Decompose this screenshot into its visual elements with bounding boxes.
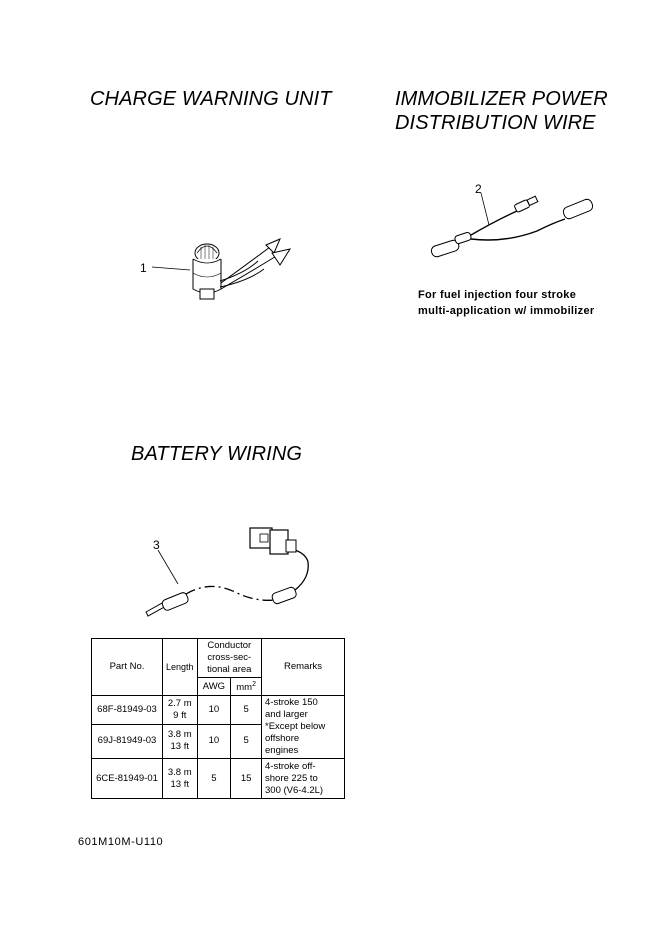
header-conductor-line2: cross-sec- (207, 652, 252, 663)
table-cell-remarks-b: 4-stroke off- shore 225 to 300 (V6-4.2L) (261, 758, 345, 800)
charge-warning-unit-illustration (151, 238, 292, 300)
remarks-a-line2: and larger (265, 709, 308, 721)
table-cell-part-no: 6CE-81949-01 (91, 758, 163, 800)
length-ft: 13 ft (170, 741, 190, 753)
table-cell-awg: 5 (196, 758, 232, 800)
immobilizer-wire-illustration (430, 192, 594, 258)
table-cell-awg: 10 (196, 695, 232, 725)
header-mm2-text: mm (236, 682, 253, 694)
immobilizer-heading-line2: DISTRIBUTION WIRE (395, 112, 596, 134)
immobilizer-heading-line1: IMMOBILIZER POWER (395, 88, 608, 110)
header-conductor-line3: tional area (207, 664, 252, 675)
header-length: Length (162, 637, 198, 697)
length-ft: 9 ft (173, 709, 187, 721)
length-ft: 13 ft (170, 778, 190, 790)
remarks-b-line1: 4-stroke off- (265, 760, 316, 772)
callout-3: 3 (153, 538, 160, 552)
charge-warning-unit-heading: CHARGE WARNING UNIT (90, 88, 332, 110)
header-part-no: Part No. (91, 637, 163, 697)
remarks-a-line1: 4-stroke 150 (265, 697, 318, 709)
battery-wiring-heading: BATTERY WIRING (131, 443, 303, 465)
header-mm2-sup: 2 (252, 681, 256, 688)
header-mm2: mm2 (230, 676, 262, 697)
battery-wiring-table: Part No. Length Conductor cross-sec- tio… (91, 637, 345, 800)
remarks-a-line4: offshore (265, 733, 300, 745)
table-cell-part-no: 68F-81949-03 (91, 695, 163, 725)
remarks-b-line2: shore 225 to (265, 772, 318, 784)
header-awg: AWG (196, 676, 232, 697)
table-cell-length: 2.7 m 9 ft (162, 695, 198, 725)
length-m: 2.7 m (167, 697, 192, 709)
document-code: 601M10M-U110 (78, 836, 164, 848)
callout-2: 2 (475, 182, 482, 196)
remarks-b-line3: 300 (V6-4.2L) (265, 784, 324, 796)
length-m: 3.8 m (167, 766, 192, 778)
table-cell-awg: 10 (196, 723, 232, 760)
table-cell-mm2: 15 (230, 758, 262, 800)
table-cell-remarks-a: 4-stroke 150 and larger *Except below of… (261, 695, 345, 760)
immobilizer-note-line2: multi-application w/ immobilizer (418, 305, 595, 317)
remarks-a-line5: engines (265, 745, 299, 757)
table-cell-mm2: 5 (230, 695, 262, 725)
header-remarks: Remarks (261, 637, 345, 697)
table-cell-part-no: 69J-81949-03 (91, 723, 163, 760)
header-conductor-line1: Conductor (207, 640, 252, 651)
table-cell-mm2: 5 (230, 723, 262, 760)
table-cell-length: 3.8 m 13 ft (162, 758, 198, 800)
header-conductor: Conductor cross-sec- tional area (196, 638, 263, 678)
battery-wiring-illustration (145, 527, 309, 617)
callout-1: 1 (140, 261, 147, 275)
table-cell-length: 3.8 m 13 ft (162, 723, 198, 760)
length-m: 3.8 m (167, 729, 192, 741)
remarks-a-line3: *Except below (265, 721, 326, 733)
immobilizer-note-line1: For fuel injection four stroke (418, 289, 577, 301)
